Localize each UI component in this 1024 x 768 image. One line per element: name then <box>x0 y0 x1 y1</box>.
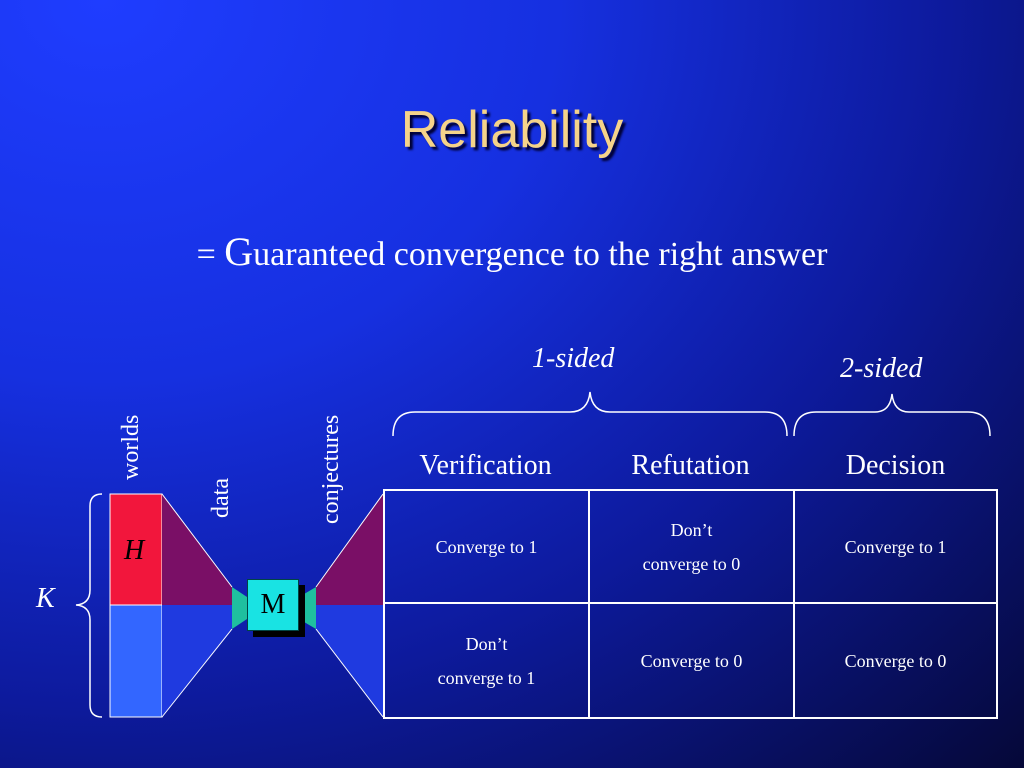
reliability-table: Converge to 1 Don’t converge to 0 Conver… <box>383 489 998 719</box>
k-brace <box>75 493 103 718</box>
h-label: H <box>124 535 145 566</box>
subtitle-initial-g: G <box>224 229 254 274</box>
slide-title: Reliability <box>400 101 624 159</box>
right-funnel-lower <box>316 605 383 717</box>
k-label: K <box>36 583 55 614</box>
slide-subtitle: = Guaranteed convergence to the right an… <box>0 228 1024 275</box>
right-funnel-upper <box>316 494 383 605</box>
left-funnel-edge-top <box>161 493 233 588</box>
one-sided-label: 1-sided <box>532 343 615 374</box>
complement-region <box>109 604 163 718</box>
subtitle-text: uaranteed convergence to the right answe… <box>253 236 828 273</box>
input-connector <box>232 587 247 629</box>
table-cell: Converge to 1 <box>385 491 590 604</box>
two-sided-label: 2-sided <box>840 353 923 384</box>
header-decision: Decision <box>845 450 946 481</box>
right-funnel-edge-bottom <box>315 628 384 718</box>
table-cell: Don’t converge to 0 <box>590 491 795 604</box>
output-connector <box>299 587 316 629</box>
left-funnel-upper <box>162 494 232 605</box>
table-cell: Don’t converge to 1 <box>385 604 590 717</box>
conjectures-label: conjectures <box>318 414 344 524</box>
method-box: M <box>247 579 299 631</box>
table-cell: Converge to 0 <box>590 604 795 717</box>
right-funnel-edge-top <box>315 493 384 588</box>
left-funnel-lower <box>162 605 232 717</box>
left-funnel-edge-bottom <box>161 628 233 718</box>
table-cell: Converge to 0 <box>844 650 947 671</box>
hypothesis-region <box>109 493 163 606</box>
data-label: data <box>208 478 234 518</box>
table-cell: Converge to 1 <box>795 491 996 604</box>
worlds-label: worlds <box>118 414 144 480</box>
subtitle-equals: = <box>196 236 225 273</box>
two-sided-brace <box>793 393 991 437</box>
header-verification: Verification <box>419 450 552 481</box>
one-sided-brace <box>392 391 788 437</box>
header-refutation: Refutation <box>631 450 750 481</box>
